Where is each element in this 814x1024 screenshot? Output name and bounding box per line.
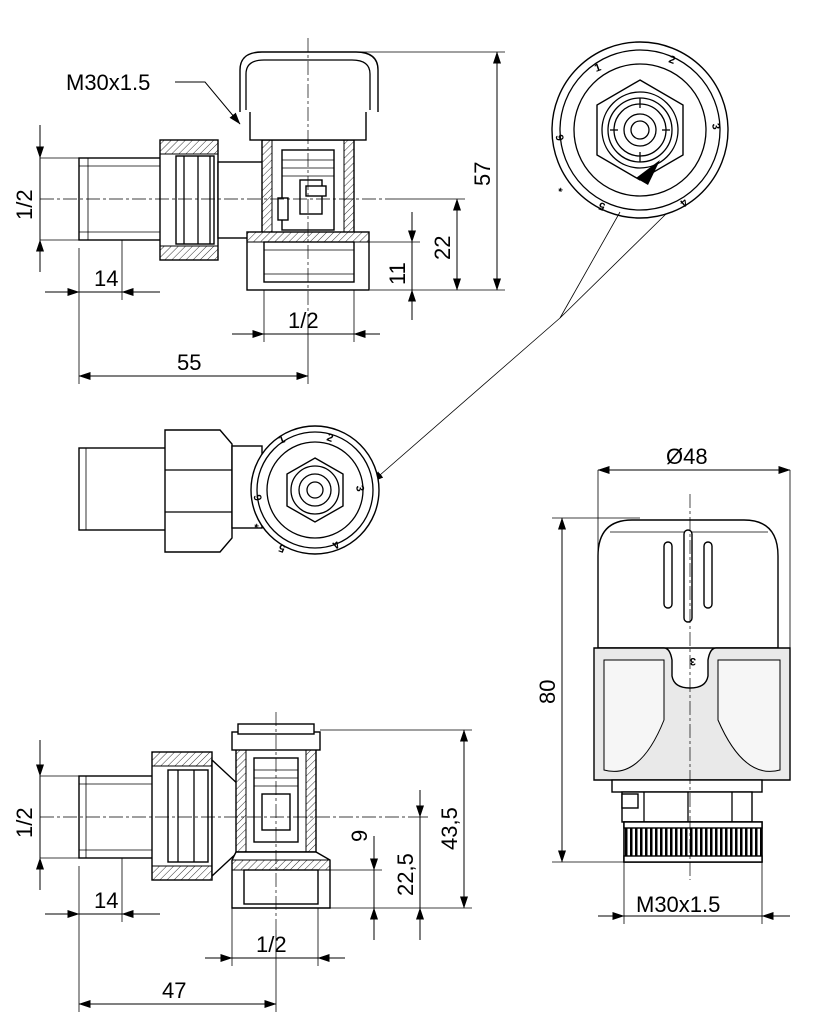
dim-head-diameter: Ø48 bbox=[666, 444, 708, 469]
dim-total-length-straight: 47 bbox=[162, 978, 186, 1003]
plan-mark-5: 5 bbox=[277, 541, 287, 554]
plan-mark-2: 2 bbox=[325, 432, 335, 445]
thread-callout-label: M30x1.5 bbox=[66, 70, 150, 95]
dial-mark-6: 6 bbox=[554, 133, 567, 141]
straight-valve-side-view: 1/2 14 1/2 47 43,5 22,5 bbox=[12, 712, 472, 1012]
dial-mark-3: 3 bbox=[709, 122, 722, 130]
dial-mark-1: 1 bbox=[593, 61, 603, 74]
dim-axis-height-straight: 22,5 bbox=[393, 853, 418, 896]
plan-mark-1: 1 bbox=[277, 433, 287, 446]
plan-mark-6: 6 bbox=[252, 493, 265, 501]
dim-outlet-offset-straight: 9 bbox=[347, 830, 372, 842]
head-dial-mark: 3 bbox=[690, 655, 696, 667]
dim-inlet-thread: 1/2 bbox=[12, 189, 37, 220]
dim-inlet-length: 14 bbox=[94, 266, 118, 291]
dial-mark-star: * bbox=[556, 182, 568, 194]
dim-inlet-thread-straight: 1/2 bbox=[12, 807, 37, 838]
dim-outlet-thread: 1/2 bbox=[288, 308, 319, 333]
dim-total-length: 55 bbox=[177, 350, 201, 375]
dim-outlet-offset: 11 bbox=[385, 262, 410, 285]
plan-mark-star: * bbox=[252, 518, 264, 530]
dim-axis-height: 22 bbox=[430, 236, 455, 260]
angle-valve-side-view: M30x1.5 1/2 14 1/2 55 57 bbox=[12, 38, 505, 384]
dim-inlet-length-straight: 14 bbox=[94, 888, 118, 913]
dim-head-thread: M30x1.5 bbox=[636, 892, 720, 917]
thermostatic-head-view: 3 Ø48 80 M30x1.5 bbox=[535, 444, 791, 924]
dim-height: 57 bbox=[470, 162, 495, 186]
dim-head-height: 80 bbox=[535, 680, 560, 704]
dial-detail-view: 1 2 3 4 5 6 * bbox=[371, 41, 729, 483]
angle-valve-plan-view: 1 2 3 4 5 6 * bbox=[78, 425, 380, 555]
dim-outlet-thread-straight: 1/2 bbox=[256, 932, 287, 957]
dim-height-straight: 43,5 bbox=[437, 807, 462, 850]
dial-mark-5: 5 bbox=[597, 199, 607, 212]
plan-mark-3: 3 bbox=[353, 484, 366, 492]
dial-mark-2: 2 bbox=[667, 54, 677, 67]
